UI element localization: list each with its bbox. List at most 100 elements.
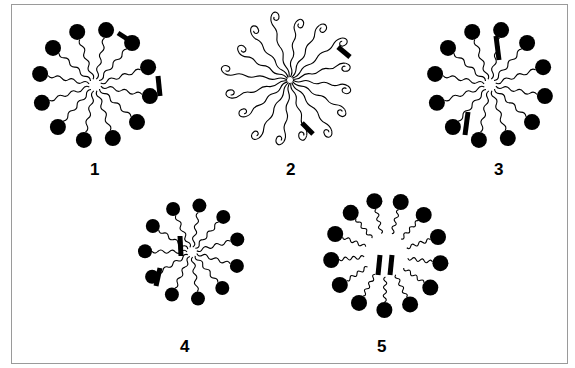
lipid-tail	[458, 90, 486, 122]
lipid-tail	[101, 69, 141, 84]
lipid-tail	[197, 254, 230, 264]
lipid-tail	[59, 53, 91, 81]
curled-head	[239, 109, 247, 117]
lipid-head	[166, 202, 180, 216]
figure-number: 3	[494, 161, 503, 178]
lipid-tail	[363, 274, 375, 296]
lipid-head	[138, 244, 152, 258]
lipid-tail	[347, 267, 368, 281]
curled-head	[296, 19, 304, 28]
lipid-tail	[407, 239, 431, 249]
lipid-tail	[474, 40, 489, 80]
lipid-tail	[86, 91, 94, 132]
lipid-head	[76, 132, 92, 148]
lipid-tail	[259, 83, 289, 139]
curled-head	[319, 24, 326, 32]
lipid-head	[430, 229, 446, 245]
lipid-head	[215, 281, 229, 295]
micelle-figures	[32, 12, 553, 318]
drug-molecule	[496, 36, 499, 60]
lipid-head	[432, 255, 448, 271]
lipid-tail	[245, 82, 288, 117]
lipid-head	[165, 288, 179, 302]
lipid-tail	[293, 63, 346, 79]
lipid-head	[519, 35, 535, 51]
curled-head	[238, 45, 246, 52]
lipid-tail	[401, 221, 418, 239]
lipid-tail	[395, 275, 407, 297]
lipid-tail	[375, 209, 383, 233]
lipid-head	[146, 219, 160, 233]
drug-molecule	[378, 255, 380, 275]
lipid-head	[129, 114, 145, 130]
lipid-head	[142, 88, 158, 104]
lipid-tail	[445, 86, 485, 101]
lipid-head	[524, 114, 540, 130]
lipid-head	[191, 292, 205, 306]
curled-head	[271, 12, 279, 20]
lipid-tail	[292, 38, 341, 78]
lipid-tail	[99, 49, 127, 81]
lipid-tail	[195, 256, 218, 283]
lipid-tail	[271, 17, 289, 77]
lipid-head	[105, 130, 121, 146]
lipid-head	[34, 95, 50, 111]
lipid-tail	[496, 86, 537, 94]
lipid-tail	[101, 86, 142, 94]
lipid-tail	[491, 91, 506, 131]
lipid-tail	[292, 82, 332, 131]
curled-head	[226, 90, 234, 98]
lipid-head	[535, 59, 551, 75]
lipid-head	[192, 199, 206, 213]
lipid-tail	[191, 257, 198, 292]
lipid-head	[69, 24, 85, 40]
lipid-head	[402, 296, 418, 312]
lipid-tail	[251, 32, 288, 78]
drug-molecule	[390, 255, 392, 275]
lipid-tail	[158, 254, 188, 273]
lipid-tail	[284, 83, 290, 142]
lipid-head	[471, 132, 487, 148]
lipid-tail	[339, 256, 364, 261]
drug-molecule	[302, 123, 313, 134]
lipid-head	[343, 205, 359, 221]
figure-number: 4	[180, 338, 189, 355]
curled-head	[276, 136, 284, 145]
lipid-tail	[231, 81, 288, 98]
drug-molecule	[156, 268, 160, 286]
lipid-head	[332, 277, 348, 293]
lipid-head	[216, 210, 230, 224]
lipid-head	[422, 280, 438, 296]
lipid-head	[323, 252, 339, 268]
figure-number: 1	[90, 161, 99, 178]
drug-molecule	[158, 76, 160, 96]
lipid-head	[230, 232, 244, 246]
lipid-tail	[48, 76, 89, 84]
lipid-tail	[96, 91, 111, 131]
lipid-tail	[63, 90, 91, 122]
frame-border	[12, 5, 568, 364]
lipid-tail	[356, 219, 372, 238]
curled-head	[251, 26, 259, 34]
lipid-tail	[239, 53, 288, 79]
curled-head	[324, 130, 332, 138]
lipid-tail	[50, 86, 90, 101]
lipid-tail	[290, 22, 296, 77]
lipid-tail	[481, 91, 489, 132]
lipid-head	[416, 207, 432, 223]
lipid-tail	[343, 237, 366, 247]
lipid-head	[351, 295, 367, 311]
lipid-head	[445, 119, 461, 135]
lipid-head	[376, 302, 392, 318]
lipid-head	[366, 193, 382, 209]
lipid-head	[537, 88, 553, 104]
lipid-head	[427, 66, 443, 82]
curled-head	[342, 86, 351, 94]
figure-number: 5	[377, 338, 386, 355]
lipid-tail	[408, 258, 433, 263]
curled-head	[340, 38, 348, 46]
lipid-head	[45, 40, 61, 56]
lipid-tail	[293, 81, 345, 109]
lipid-head	[393, 194, 409, 210]
lipid-head	[500, 130, 516, 146]
